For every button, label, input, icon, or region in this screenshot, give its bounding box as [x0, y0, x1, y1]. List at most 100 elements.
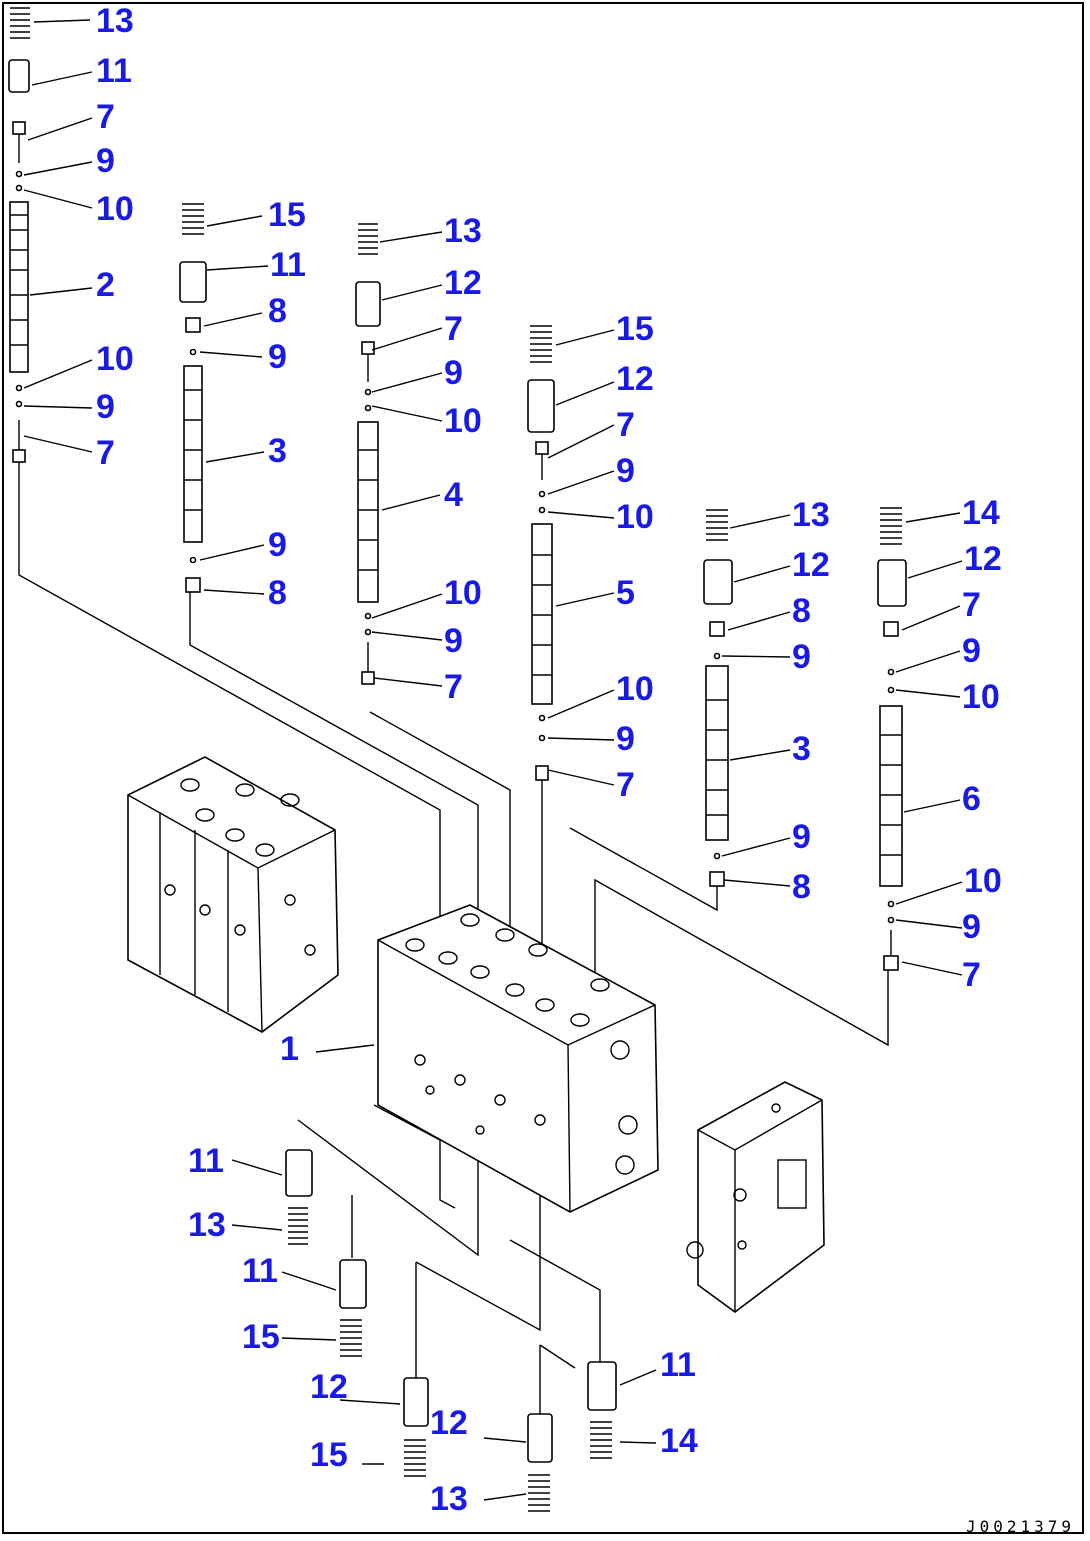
callout-label: 15: [242, 1318, 280, 1356]
piston-11: [285, 1149, 313, 1197]
end-cover: [686, 1081, 825, 1313]
column-4-parts: [527, 325, 555, 781]
spring-15: [340, 1319, 362, 1357]
ring-9: [364, 388, 372, 396]
plug-8: [709, 621, 725, 637]
callout-label: 3: [792, 730, 811, 768]
callout-label: 11: [660, 1346, 696, 1384]
callout-label: 10: [962, 678, 1000, 716]
ring-10: [538, 714, 546, 722]
callout-label: 15: [616, 310, 654, 348]
ring-9: [15, 170, 23, 178]
callout-label: 12: [964, 540, 1002, 578]
column-2-parts: [179, 203, 207, 593]
callout-label: 10: [444, 574, 482, 612]
callout-label: 8: [792, 592, 811, 630]
retainer-7: [535, 765, 549, 781]
ring-10: [364, 404, 372, 412]
callout-label: 14: [660, 1422, 698, 1460]
callout-label: 7: [96, 98, 115, 136]
callout-label: 11: [96, 52, 132, 90]
callout-label: 9: [268, 526, 287, 564]
spool-2: [9, 201, 29, 373]
ring-9: [15, 400, 23, 408]
spring-13: [528, 1474, 550, 1512]
piston-11: [8, 59, 30, 93]
callout-label: 9: [792, 818, 811, 856]
callout-label: 13: [96, 2, 134, 40]
ring-10: [364, 612, 372, 620]
callout-label: 10: [616, 670, 654, 708]
callout-label: 6: [962, 780, 981, 818]
callout-label: 9: [962, 632, 981, 670]
ring-9: [887, 668, 895, 676]
piston-11: [587, 1361, 617, 1411]
callout-label: 5: [616, 574, 635, 612]
callout-label: 7: [96, 434, 115, 472]
callout-label: 12: [444, 264, 482, 302]
callout-label: 13: [792, 496, 830, 534]
spring-15: [404, 1439, 426, 1477]
spring-13: [358, 223, 378, 255]
callout-label: 1: [280, 1030, 299, 1068]
callout-label: 10: [616, 498, 654, 536]
callout-label: 11: [270, 246, 306, 284]
callout-label: 7: [962, 586, 981, 624]
spool-2-lands: [10, 214, 28, 346]
valve-body-ports: [405, 913, 638, 1175]
callout-label: 12: [430, 1404, 468, 1442]
ring-10: [538, 506, 546, 514]
piston-12: [355, 281, 381, 327]
callout-label: 10: [444, 402, 482, 440]
piston-12: [527, 379, 555, 433]
spool-5: [531, 523, 553, 705]
spool-6-lands: [880, 734, 902, 856]
callout-label: 10: [96, 190, 134, 228]
retainer-7: [883, 955, 899, 971]
drawing-code: J0021379: [966, 1517, 1075, 1536]
valve-body-1: [377, 904, 659, 1213]
callout-label: 9: [268, 338, 287, 376]
callout-label: 9: [616, 452, 635, 490]
callout-label: 2: [96, 266, 115, 304]
column-6-parts: [877, 507, 907, 971]
column-3-parts: [355, 223, 381, 685]
callout-label: 9: [444, 622, 463, 660]
lower-parts: [285, 1149, 617, 1512]
callout-label: 10: [964, 862, 1002, 900]
column-5-parts: [703, 509, 733, 887]
callout-label: 15: [310, 1436, 348, 1474]
plug-8: [185, 577, 201, 593]
piston-11: [179, 261, 207, 303]
callout-labels: 13 11 7 9 10 2 10 9 7 15 11 8 9 3 9 8 13…: [96, 2, 1075, 1536]
piston-12: [403, 1377, 429, 1427]
callout-label: 12: [310, 1368, 348, 1406]
callout-label: 7: [444, 668, 463, 706]
callout-label: 14: [962, 494, 1000, 532]
spring-15: [182, 203, 204, 235]
piston-11: [339, 1259, 367, 1309]
ring-9: [364, 628, 372, 636]
spool-3: [183, 365, 203, 543]
ring-9: [713, 652, 721, 660]
callout-label: 4: [444, 476, 463, 514]
piston-12: [527, 1413, 553, 1463]
spring-13: [10, 7, 30, 39]
valve-assembly-view: [127, 756, 339, 1033]
ring-10: [887, 900, 895, 908]
spool-6: [879, 705, 903, 887]
callout-label: 7: [616, 406, 635, 444]
callout-label: 8: [792, 868, 811, 906]
retainer-7: [12, 449, 26, 463]
spring-13: [706, 509, 728, 541]
ring-10: [15, 184, 23, 192]
leader-lines: [23, 19, 963, 1501]
end-cover-details: [686, 1103, 807, 1259]
spool-4-lands: [358, 449, 378, 571]
callout-label: 11: [242, 1252, 278, 1290]
callout-label: 9: [792, 638, 811, 676]
ring-9: [538, 490, 546, 498]
callout-label: 3: [268, 432, 287, 470]
retainer-7: [12, 121, 26, 135]
